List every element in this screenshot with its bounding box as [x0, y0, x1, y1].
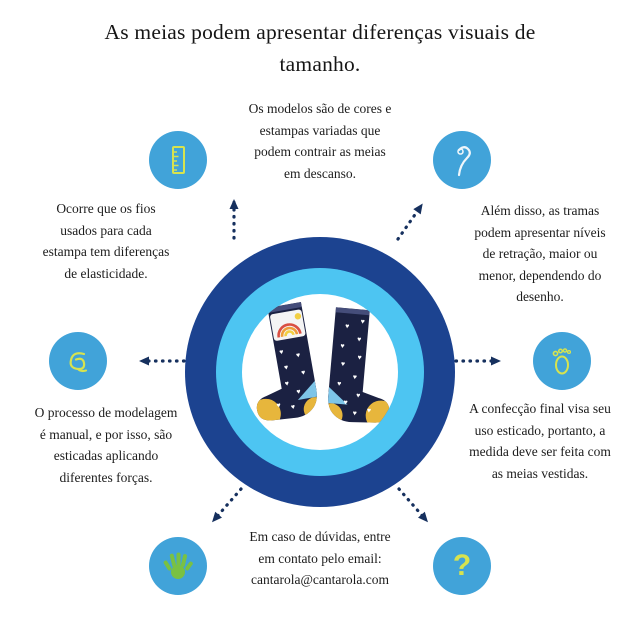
icon-bubble-question: ?	[433, 537, 491, 595]
thread-icon	[69, 352, 88, 373]
left-sock: ♥♥ ♥♥ ♥♥ ♥♥	[245, 302, 321, 425]
svg-text:♥: ♥	[352, 373, 357, 381]
contact-email: cantarola@cantarola.com	[251, 572, 389, 588]
svg-text:♥: ♥	[276, 401, 281, 410]
svg-text:♥: ♥	[341, 360, 346, 368]
note-left-upper: Ocorre que os fios usados para cada esta…	[42, 201, 170, 281]
socks-image: ♥♥ ♥♥ ♥♥ ♥♥	[245, 302, 395, 426]
icon-bubble-needle	[433, 131, 491, 189]
center-circle-mid: ♥♥ ♥♥ ♥♥ ♥♥	[216, 268, 424, 476]
center-circle-outer: ♥♥ ♥♥ ♥♥ ♥♥	[185, 237, 455, 507]
svg-text:♥: ♥	[357, 353, 362, 361]
arrow-up-right	[396, 203, 423, 241]
needle-icon	[457, 146, 471, 177]
rainbow-graphic	[277, 313, 302, 338]
svg-text:♥: ♥	[356, 391, 361, 399]
note-bottom-text: Em caso de dúvidas, entre em contato pel…	[249, 529, 391, 566]
page-title: As meias podem apresentar diferenças vis…	[104, 20, 536, 77]
svg-text:♥: ♥	[340, 342, 345, 350]
hand-icon	[163, 552, 193, 579]
svg-text:♥: ♥	[360, 318, 365, 326]
svg-text:♥: ♥	[290, 403, 295, 412]
note-top: Os modelos são de cores e estampas varia…	[248, 101, 392, 181]
svg-text:♥: ♥	[301, 368, 306, 377]
note-bottom: Em caso de dúvidas, entre em contato pel…	[245, 526, 395, 591]
footprint-icon	[552, 348, 572, 375]
ruler-icon	[172, 146, 185, 174]
center-circle-inner: ♥♥ ♥♥ ♥♥ ♥♥	[242, 294, 398, 450]
note-right-lower: A confecção final visa seu uso esticado,…	[469, 401, 611, 481]
right-sock: ♥ ♥ ♥ ♥ ♥ ♥ ♥ ♥ ♥ ♥ ♥ ♥	[326, 307, 395, 426]
question-icon: ?	[452, 549, 472, 582]
icon-bubble-footprint	[533, 332, 591, 390]
icon-bubble-ruler	[149, 131, 207, 189]
svg-text:♥: ♥	[367, 406, 372, 414]
heart-pattern: ♥♥ ♥♥ ♥♥ ♥♥	[276, 348, 306, 412]
note-right-upper: Além disso, as tramas podem apresentar n…	[474, 203, 606, 305]
svg-text:♥: ♥	[345, 322, 350, 330]
svg-text:♥: ♥	[357, 335, 362, 343]
heart-pattern: ♥ ♥ ♥ ♥ ♥ ♥ ♥ ♥ ♥ ♥ ♥ ♥	[337, 318, 372, 418]
svg-text:♥: ♥	[337, 380, 342, 388]
svg-text:♥: ♥	[296, 388, 301, 397]
arrow-down-right	[397, 487, 428, 523]
svg-text:♥: ♥	[352, 409, 357, 417]
icon-bubble-hand	[149, 537, 207, 595]
svg-text:♥: ♥	[283, 363, 288, 372]
svg-text:♥: ♥	[284, 379, 289, 388]
note-left-lower: O processo de modelagem é manual, e por …	[34, 405, 178, 485]
icon-bubble-thread	[49, 332, 107, 390]
svg-text:♥: ♥	[295, 351, 300, 360]
svg-text:♥: ♥	[279, 348, 284, 357]
arrow-down-left	[212, 487, 243, 523]
svg-text:♥: ♥	[343, 398, 348, 406]
